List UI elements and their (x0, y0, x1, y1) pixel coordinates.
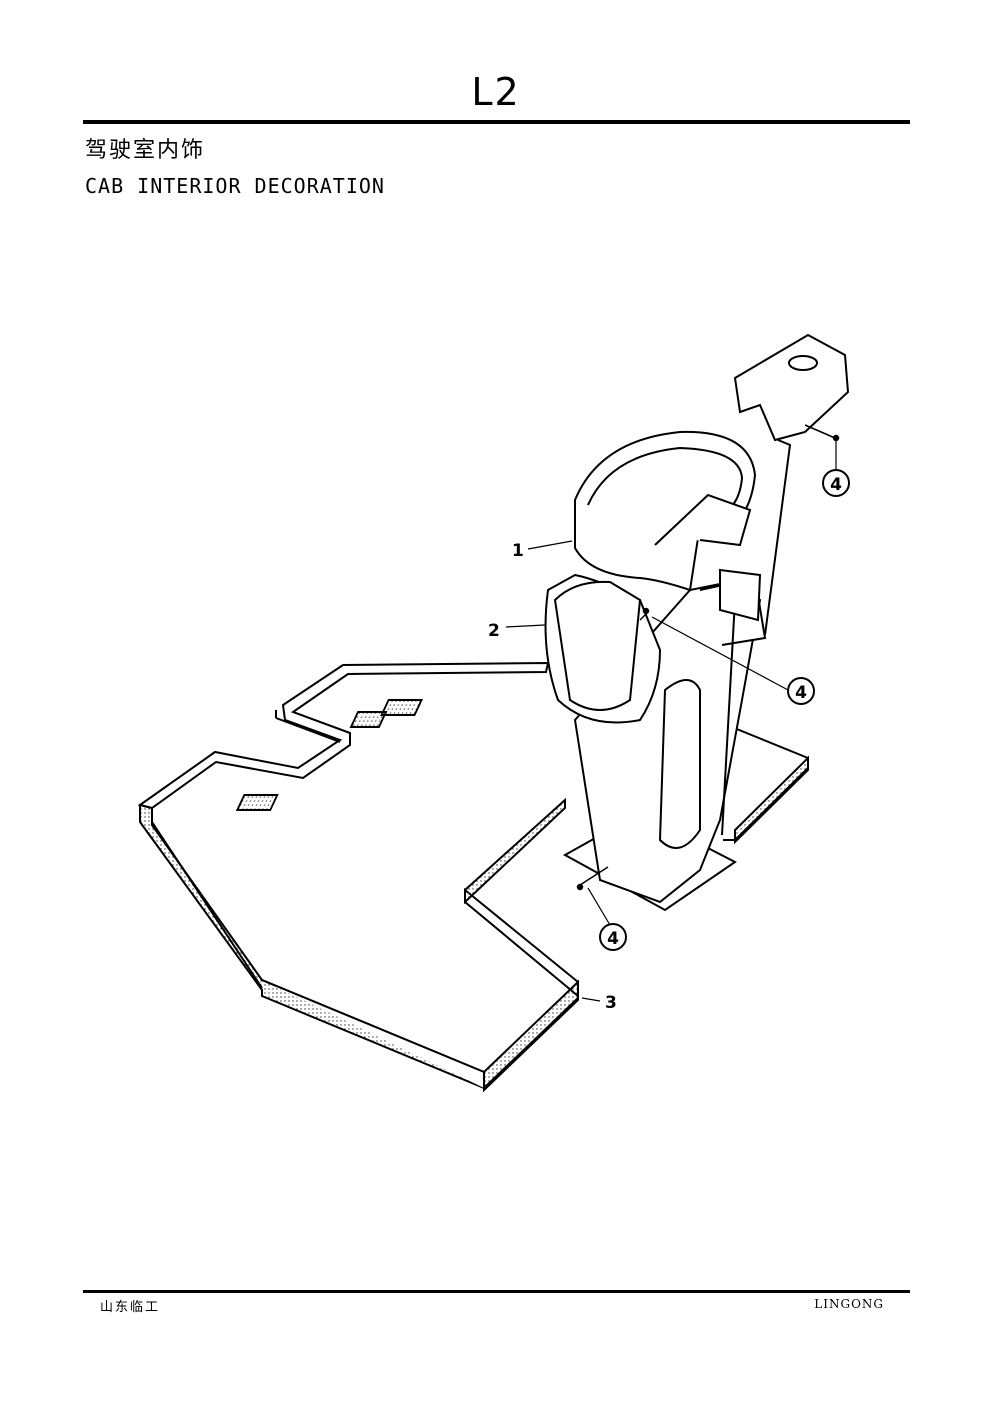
header-rule (83, 120, 910, 124)
footer-company-en: LINGONG (814, 1297, 884, 1311)
callout-2: 2 (488, 621, 500, 641)
callout-3: 3 (605, 993, 617, 1013)
page-code: L2 (471, 70, 521, 114)
floor-mat (137, 661, 809, 1093)
title-english: CAB INTERIOR DECORATION (85, 174, 385, 198)
footer-rule (83, 1290, 910, 1293)
cover-cap (733, 333, 850, 636)
callout-4-mid: 4 (795, 683, 807, 703)
callout-4-circle-top: 4 (822, 469, 850, 497)
screw-fasteners (576, 424, 840, 891)
callout-1: 1 (512, 541, 524, 561)
callout-4-bottom: 4 (607, 929, 619, 949)
callout-4-circle-mid: 4 (787, 677, 815, 705)
footer-company-cn: 山东临工 (100, 1300, 161, 1315)
steering-boot (574, 430, 762, 622)
exploded-parts-diagram: 1 2 3 4 4 4 (137, 333, 850, 1093)
leader-lines (505, 441, 837, 1002)
steering-column-housing (544, 573, 767, 912)
callout-4-top: 4 (830, 475, 842, 495)
callout-4-circle-bottom: 4 (599, 923, 627, 951)
title-chinese: 驾驶室内饰 (85, 138, 206, 163)
